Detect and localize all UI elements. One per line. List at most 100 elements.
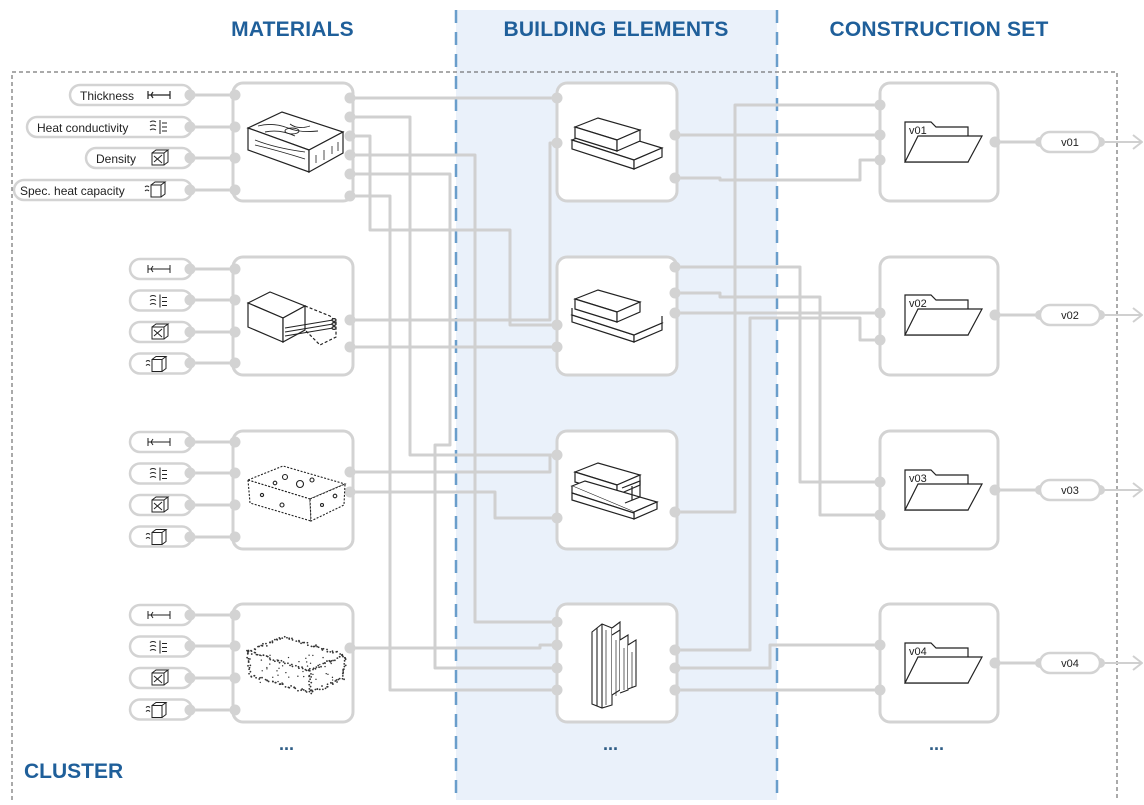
port-dot[interactable] bbox=[344, 130, 356, 142]
port-dot[interactable] bbox=[184, 121, 196, 133]
port-dot[interactable] bbox=[989, 309, 1001, 321]
port-dot[interactable] bbox=[229, 184, 241, 196]
port-dot[interactable] bbox=[344, 190, 356, 202]
port-dot[interactable] bbox=[551, 449, 563, 461]
port-dot[interactable] bbox=[184, 609, 196, 621]
port-dot[interactable] bbox=[874, 154, 886, 166]
spec-heat-capacity-icon bbox=[145, 529, 168, 545]
folder-version-label: v02 bbox=[909, 298, 927, 310]
port-dot[interactable] bbox=[229, 640, 241, 652]
density-icon bbox=[151, 323, 170, 340]
port-dot[interactable] bbox=[229, 294, 241, 306]
port-dot[interactable] bbox=[229, 609, 241, 621]
folder-version-label: v03 bbox=[909, 473, 927, 485]
port-dot[interactable] bbox=[669, 287, 681, 299]
port-dot[interactable] bbox=[551, 137, 563, 149]
port-dot[interactable] bbox=[184, 531, 196, 543]
port-dot[interactable] bbox=[551, 616, 563, 628]
property-pill-heat-conductivity-2[interactable] bbox=[128, 289, 194, 312]
port-dot[interactable] bbox=[184, 467, 196, 479]
folder-icon: v03 bbox=[904, 469, 984, 511]
port-dot[interactable] bbox=[184, 436, 196, 448]
port-dot[interactable] bbox=[229, 436, 241, 448]
port-dot[interactable] bbox=[551, 512, 563, 524]
port-dot[interactable] bbox=[184, 184, 196, 196]
folder-icon: v04 bbox=[904, 642, 984, 684]
port-dot[interactable] bbox=[229, 499, 241, 511]
port-dot[interactable] bbox=[551, 684, 563, 696]
port-dot[interactable] bbox=[874, 639, 886, 651]
version-pill-v04[interactable] bbox=[1038, 651, 1102, 675]
port-dot[interactable] bbox=[184, 294, 196, 306]
spec-heat-capacity-icon bbox=[145, 356, 168, 372]
port-dot[interactable] bbox=[184, 672, 196, 684]
port-dot[interactable] bbox=[344, 486, 356, 498]
port-dot[interactable] bbox=[344, 111, 356, 123]
port-dot[interactable] bbox=[184, 263, 196, 275]
port-dot[interactable] bbox=[344, 92, 356, 104]
port-dot[interactable] bbox=[874, 476, 886, 488]
heat-conductivity-icon bbox=[149, 640, 167, 654]
port-dot[interactable] bbox=[989, 657, 1001, 669]
port-dot[interactable] bbox=[989, 484, 1001, 496]
element-to-set-wires bbox=[675, 103, 880, 692]
heat-conductivity-icon bbox=[149, 467, 167, 481]
loose-fill-icon bbox=[246, 635, 347, 695]
port-dot[interactable] bbox=[669, 506, 681, 518]
port-dot[interactable] bbox=[551, 341, 563, 353]
version-pill-v03[interactable] bbox=[1038, 478, 1102, 502]
port-dot[interactable] bbox=[344, 642, 356, 654]
version-pill-v02[interactable] bbox=[1038, 303, 1102, 327]
port-dot[interactable] bbox=[344, 314, 356, 326]
port-dot[interactable] bbox=[669, 644, 681, 656]
port-dot[interactable] bbox=[551, 319, 563, 331]
port-dot[interactable] bbox=[344, 168, 356, 180]
port-dot[interactable] bbox=[669, 662, 681, 674]
port-dot[interactable] bbox=[874, 99, 886, 111]
port-dot[interactable] bbox=[229, 467, 241, 479]
port-dot[interactable] bbox=[229, 121, 241, 133]
port-dot[interactable] bbox=[184, 704, 196, 716]
property-pill-heat-conductivity-3[interactable] bbox=[128, 462, 194, 485]
material-node-4[interactable] bbox=[231, 602, 355, 724]
port-dot[interactable] bbox=[184, 499, 196, 511]
port-dot[interactable] bbox=[669, 307, 681, 319]
port-dot[interactable] bbox=[874, 684, 886, 696]
port-dot[interactable] bbox=[874, 509, 886, 521]
port-dot[interactable] bbox=[669, 261, 681, 273]
port-dot[interactable] bbox=[184, 152, 196, 164]
port-dot[interactable] bbox=[229, 357, 241, 369]
materials-more-ellipsis: ... bbox=[279, 734, 295, 754]
port-dot[interactable] bbox=[229, 263, 241, 275]
port-dot[interactable] bbox=[551, 662, 563, 674]
port-dot[interactable] bbox=[874, 334, 886, 346]
port-dot[interactable] bbox=[229, 89, 241, 101]
port-dot[interactable] bbox=[669, 172, 681, 184]
port-dot[interactable] bbox=[669, 684, 681, 696]
port-dot[interactable] bbox=[344, 466, 356, 478]
output-arrows bbox=[1100, 134, 1143, 671]
port-dot[interactable] bbox=[229, 326, 241, 338]
property-pill-heat-conductivity-4[interactable] bbox=[128, 635, 194, 658]
port-dot[interactable] bbox=[551, 92, 563, 104]
port-dot[interactable] bbox=[669, 129, 681, 141]
port-dot[interactable] bbox=[229, 704, 241, 716]
vertical-wall-section-icon bbox=[591, 620, 637, 709]
port-dot[interactable] bbox=[229, 531, 241, 543]
port-dot[interactable] bbox=[184, 89, 196, 101]
port-dot[interactable] bbox=[989, 136, 1001, 148]
port-dot[interactable] bbox=[874, 129, 886, 141]
port-dot[interactable] bbox=[184, 640, 196, 652]
port-dot[interactable] bbox=[874, 307, 886, 319]
port-dot[interactable] bbox=[344, 341, 356, 353]
version-pill-v01[interactable] bbox=[1038, 130, 1102, 154]
port-dot[interactable] bbox=[184, 357, 196, 369]
small-property-pills bbox=[128, 257, 194, 721]
port-dot[interactable] bbox=[229, 152, 241, 164]
port-dot[interactable] bbox=[229, 672, 241, 684]
port-dot[interactable] bbox=[551, 639, 563, 651]
port-dot[interactable] bbox=[344, 149, 356, 161]
port-dot[interactable] bbox=[184, 326, 196, 338]
